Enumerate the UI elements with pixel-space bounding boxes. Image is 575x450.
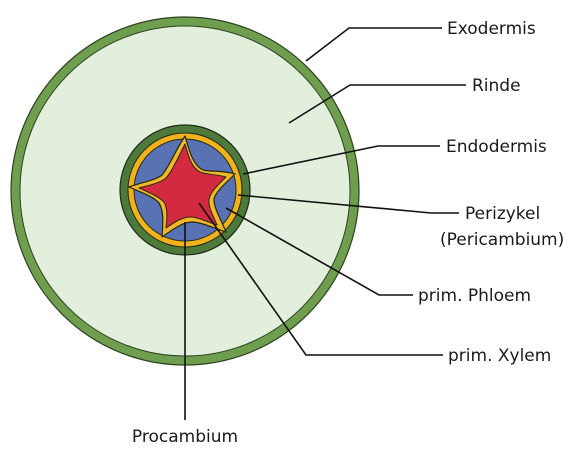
phloem-label: prim. Phloem	[418, 286, 531, 306]
pericambium-label: (Pericambium)	[440, 230, 564, 250]
rinde-label: Rinde	[472, 76, 521, 96]
procambium-label: Procambium	[132, 427, 238, 447]
exodermis-label: Exodermis	[447, 19, 536, 39]
perizykel-label: Perizykel	[465, 204, 540, 224]
exodermis-leader	[306, 28, 442, 61]
xylem-label: prim. Xylem	[448, 346, 551, 366]
endodermis-label: Endodermis	[446, 137, 547, 157]
